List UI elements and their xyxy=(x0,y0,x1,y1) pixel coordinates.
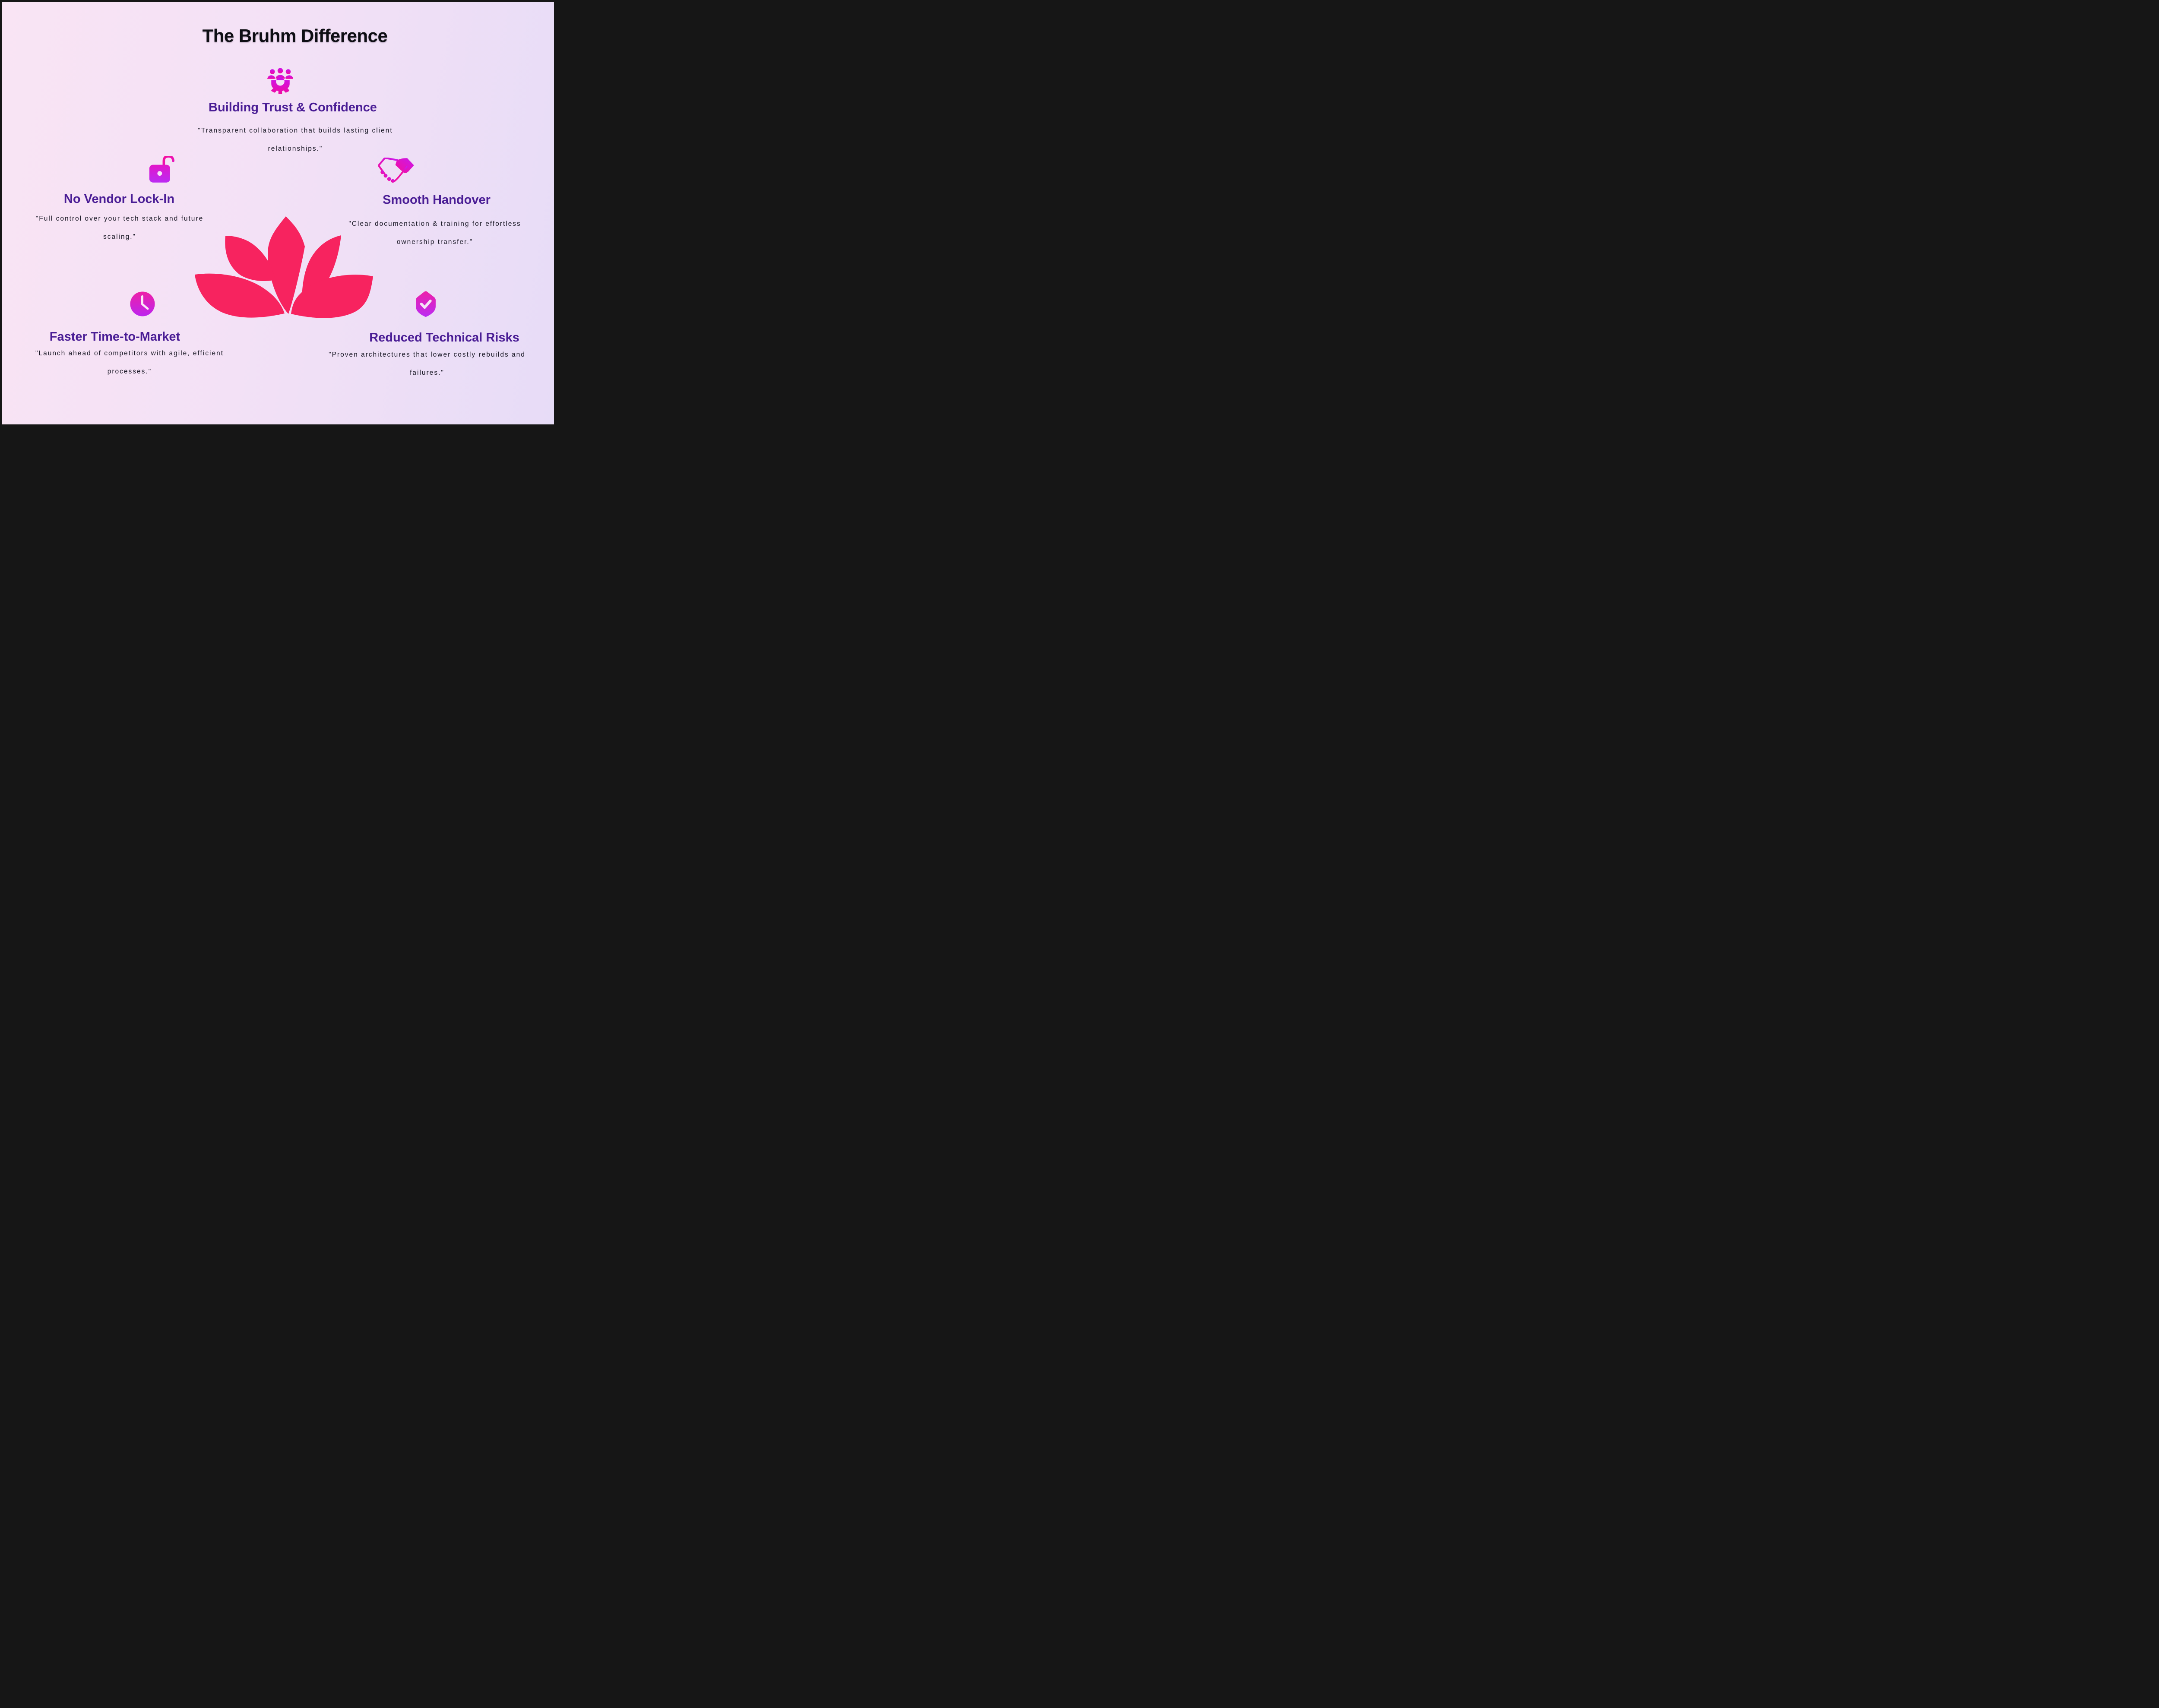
page-title: The Bruhm Difference xyxy=(202,25,388,46)
quote-line: "Proven architectures that lower costly … xyxy=(329,351,526,358)
section-heading-vendor: No Vendor Lock-In xyxy=(63,192,175,206)
section-quote-risk: "Proven architectures that lower costly … xyxy=(329,351,526,377)
clock-icon xyxy=(130,291,155,317)
section-heading-trust: Building Trust & Confidence xyxy=(209,101,377,114)
quote-line: relationships." xyxy=(268,145,323,152)
section-heading-speed: Faster Time-to-Market xyxy=(49,330,180,344)
quote-line: "Full control over your tech stack and f… xyxy=(35,215,204,222)
quote-line: ownership transfer." xyxy=(396,238,473,246)
quote-line: "Clear documentation & training for effo… xyxy=(348,220,521,228)
quote-line: "Transparent collaboration that builds l… xyxy=(198,127,393,134)
shield-check-icon xyxy=(414,290,438,318)
quote-line: "Launch ahead of competitors with agile,… xyxy=(35,350,224,357)
section-quote-handover: "Clear documentation & training for effo… xyxy=(348,220,521,247)
lotus-logo xyxy=(194,214,374,321)
infographic-canvas: The Bruhm Difference Building Trust & Co… xyxy=(0,0,556,426)
quote-line: processes." xyxy=(107,368,152,375)
section-quote-trust: "Transparent collaboration that builds l… xyxy=(198,127,393,153)
quote-line: scaling." xyxy=(103,233,136,240)
handshake-icon xyxy=(378,158,415,183)
section-quote-vendor: "Full control over your tech stack and f… xyxy=(36,215,203,241)
section-quote-speed: "Launch ahead of competitors with agile,… xyxy=(35,349,224,376)
section-heading-risk: Reduced Technical Risks xyxy=(369,331,519,345)
section-heading-handover: Smooth Handover xyxy=(383,193,491,207)
team-gear-icon xyxy=(267,67,293,95)
unlock-icon xyxy=(149,156,175,183)
quote-line: failures." xyxy=(410,369,444,376)
